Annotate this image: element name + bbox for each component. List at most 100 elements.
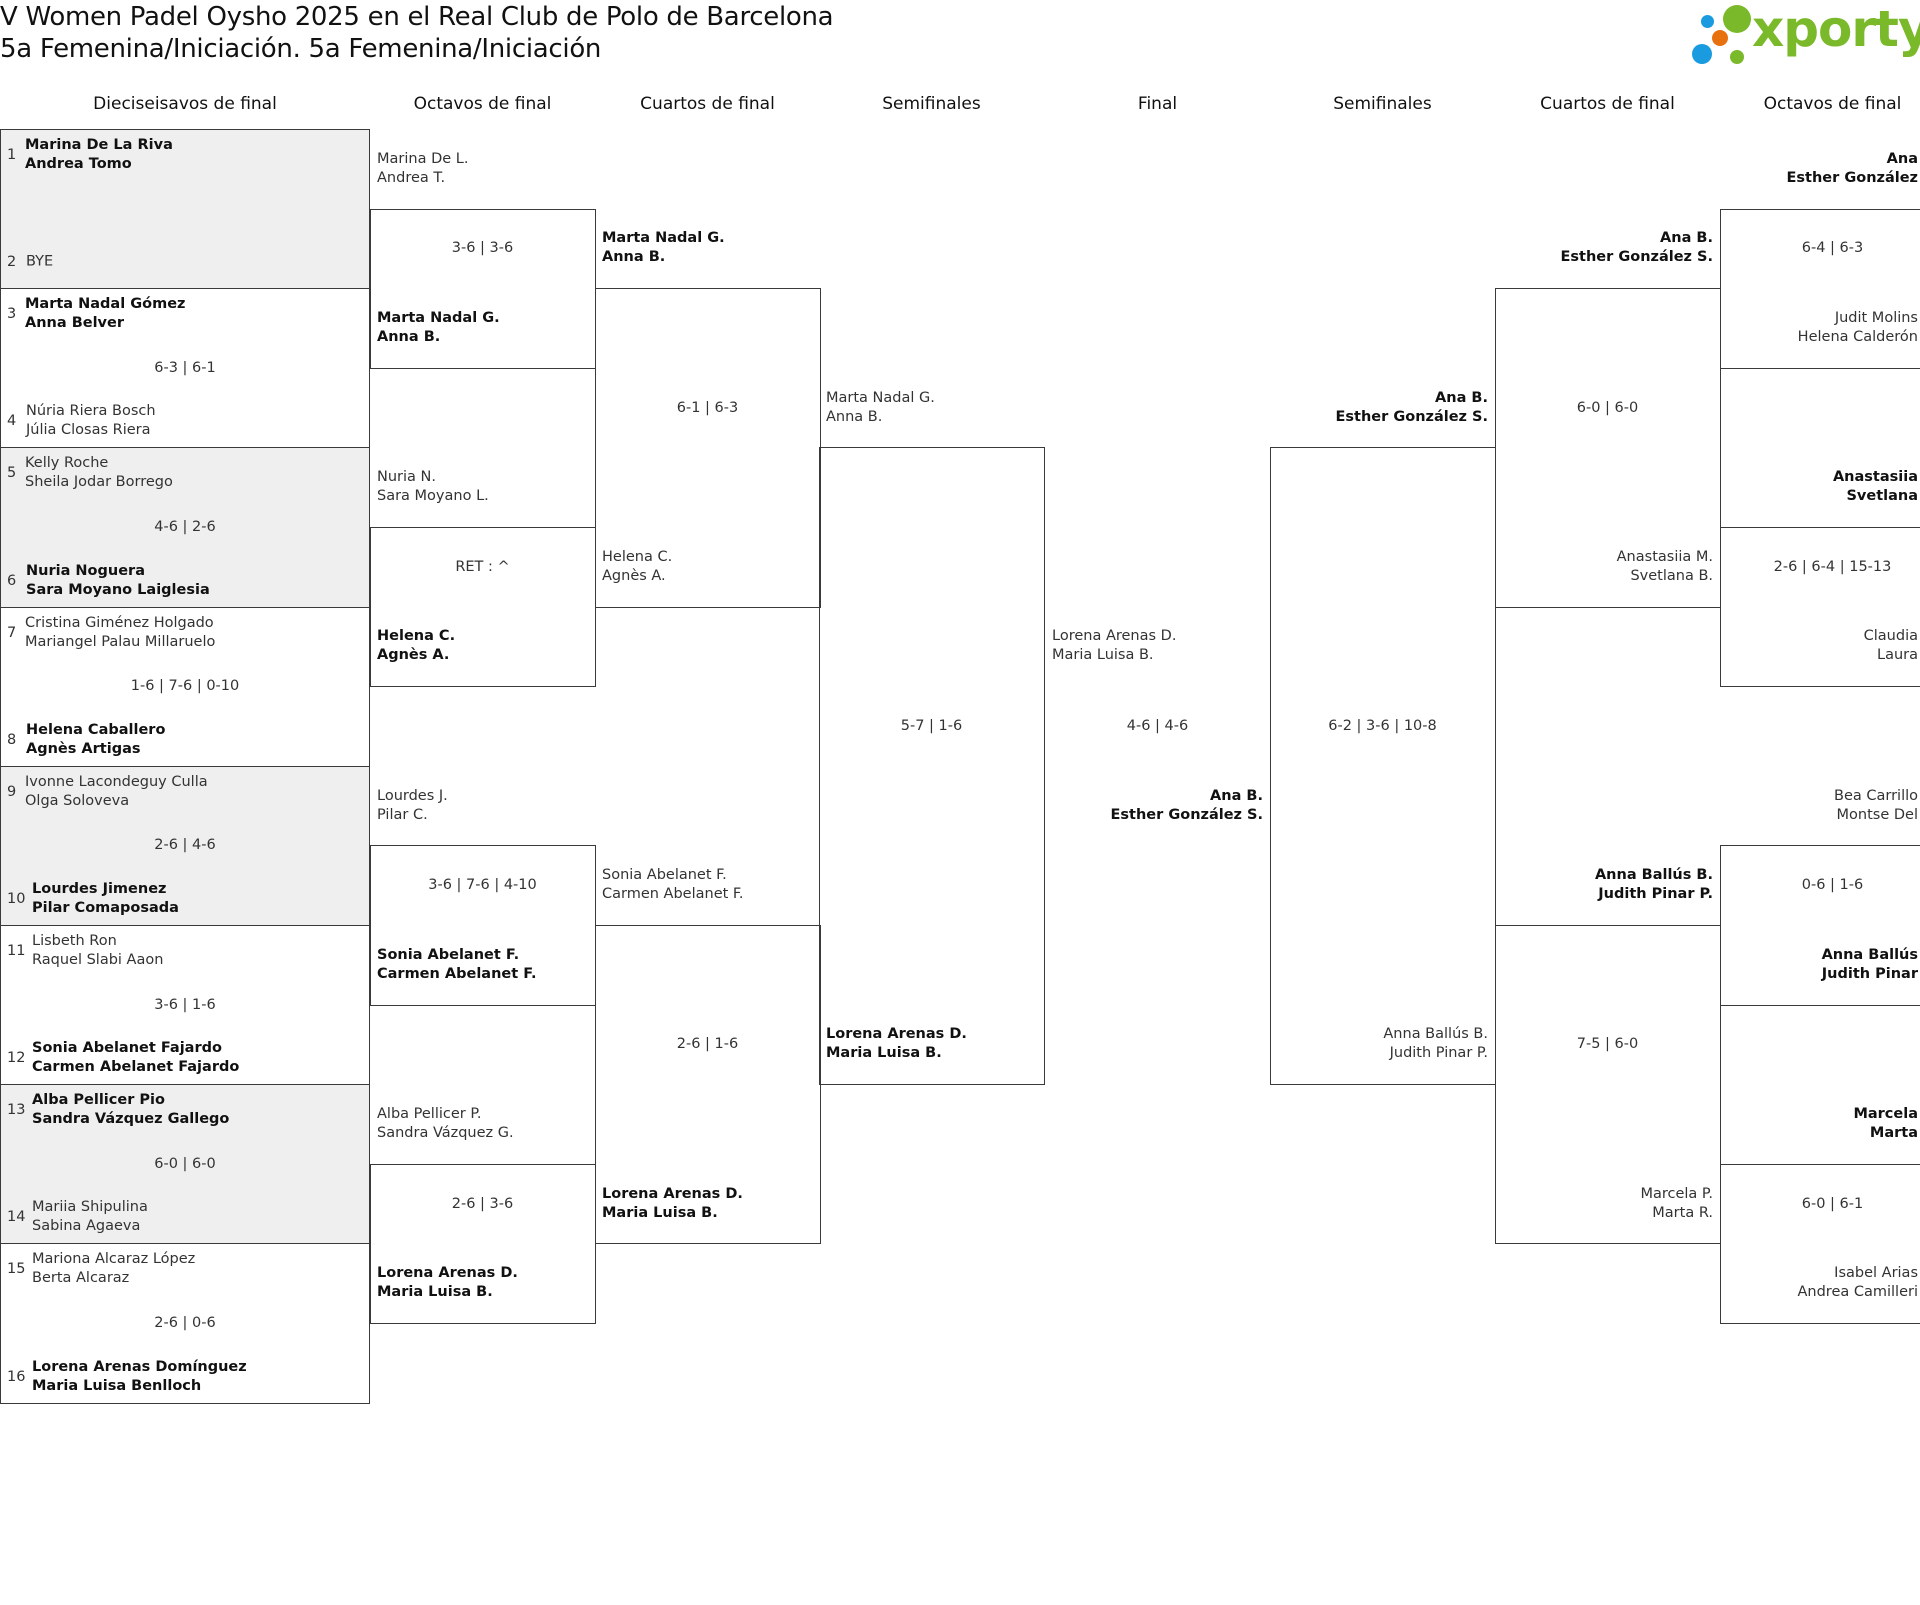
team-entry[interactable]: Marta Nadal G.Anna B.	[602, 229, 817, 267]
player-name: Marcela P.	[1640, 1185, 1713, 1202]
match-score: 4-6 | 2-6	[154, 519, 216, 535]
player-name: Andrea T.	[377, 169, 446, 186]
player-name: Sonia Abelanet F.	[377, 946, 520, 963]
team-entry[interactable]: Ana B.Esther González S.	[1280, 389, 1488, 427]
match-box	[0, 765, 370, 926]
player-name: BYE	[26, 253, 54, 270]
player-name: Mariangel Palau Millaruelo	[25, 633, 216, 650]
player-name: Lorena Arenas D.	[377, 1265, 518, 1282]
player-name: Judit Molins	[1834, 310, 1918, 326]
match-score: RET : ^	[455, 558, 510, 575]
match-score: 2-6 | 0-6	[154, 1315, 216, 1331]
player-name: Marta R.	[1652, 1204, 1713, 1221]
match-box	[1720, 1163, 1920, 1324]
round-header: Octavos de final	[413, 94, 552, 114]
xporty-logo[interactable]: xporty	[1690, 0, 1920, 70]
team-entry[interactable]: Marta Nadal G.Anna B.	[826, 389, 1041, 427]
match-score: 6-1 | 6-3	[676, 399, 739, 416]
player-name: Maria Luisa B.	[602, 1204, 718, 1221]
player-name: Anna B.	[602, 249, 666, 266]
player-name: Andrea Tomo	[25, 156, 132, 172]
team-entry[interactable]: Lorena Arenas D.Maria Luisa B.	[826, 1025, 1041, 1063]
round-header: Cuartos de final	[1540, 94, 1675, 114]
team-entry[interactable]: Sonia Abelanet F.Carmen Abelanet F.	[602, 866, 817, 904]
team-entry[interactable]: Alba Pellicer P.Sandra Vázquez G.	[377, 1105, 592, 1143]
logo-dot-icon	[1723, 5, 1751, 33]
match-score: 7-5 | 6-0	[1576, 1036, 1639, 1053]
team-entry[interactable]: Helena C.Agnès A.	[602, 548, 817, 586]
player-name: Carmen Abelanet F.	[602, 886, 744, 903]
team-entry[interactable]: Ana B.Esther González S.	[1505, 229, 1713, 267]
player-name: Anna B.	[826, 408, 883, 425]
player-name: Sheila Jodar Borrego	[25, 474, 173, 491]
match-score: 6-3 | 6-1	[154, 359, 216, 376]
team-entry[interactable]: Nuria N.Sara Moyano L.	[377, 468, 592, 506]
round-header: Octavos de final	[1763, 94, 1902, 114]
player-name: Núria Riera Bosch	[26, 403, 156, 420]
player-name: Ana	[1886, 150, 1918, 167]
team-entry[interactable]: Marta Nadal G.Anna B.	[377, 309, 592, 347]
team-entry[interactable]: Lorena Arenas D.Maria Luisa B.	[602, 1185, 817, 1223]
team-entry[interactable]: Anna Ballús B.Judith Pinar P.	[1505, 866, 1713, 904]
match-score: 2-6 | 1-6	[676, 1036, 739, 1053]
player-name: Helena Calderón	[1797, 329, 1918, 345]
player-name: Anna Ballús	[1821, 946, 1918, 963]
match-box	[1720, 845, 1920, 1006]
team-entry[interactable]: Anastasiia M.Svetlana B.	[1505, 548, 1713, 586]
player-name: Judith Pinar	[1821, 965, 1918, 982]
seed-number: 8	[7, 731, 17, 748]
player-name: Anna Belver	[25, 315, 124, 332]
match-score: 3-6 | 3-6	[451, 240, 514, 257]
player-name: Ivonne Lacondeguy Culla	[25, 773, 208, 790]
player-name: Raquel Slabi Aaon	[32, 952, 164, 968]
team-entry[interactable]: Helena C.Agnès A.	[377, 627, 592, 665]
player-name: Maria Luisa B.	[1052, 647, 1154, 664]
player-name: Anastasiia	[1832, 469, 1918, 486]
team-entry[interactable]: Lorena Arenas D.Maria Luisa B.	[377, 1264, 592, 1302]
player-name: Sara Moyano L.	[377, 488, 489, 505]
team-entry[interactable]: BYE	[26, 253, 356, 272]
team-entry[interactable]: Ana B.Esther González S.	[1052, 787, 1263, 825]
seed-number: 14	[7, 1209, 26, 1226]
team-entry[interactable]: Lorena Arenas D.Maria Luisa B.	[1052, 627, 1262, 665]
team-entry[interactable]: Anna Ballús B.Judith Pinar P.	[1280, 1025, 1488, 1063]
match-score: 4-6 | 4-6	[1126, 718, 1189, 734]
team-entry[interactable]: Marcela P. Marta R.	[1505, 1185, 1713, 1223]
player-name: Lorena Arenas D.	[826, 1026, 967, 1043]
round-header: Final	[1137, 94, 1178, 114]
seed-number: 2	[7, 254, 17, 271]
player-name: Sandra Vázquez Gallego	[32, 1111, 230, 1128]
team-entry[interactable]: Sonia Abelanet F.Carmen Abelanet F.	[377, 946, 592, 984]
seed-number: 9	[7, 783, 17, 800]
player-name: Lourdes Jimenez	[32, 881, 167, 897]
player-name: Agnès Artigas	[26, 740, 141, 757]
player-name: Ana B.	[1435, 389, 1488, 406]
player-name: Anna Ballús B.	[1594, 867, 1713, 884]
team-entry[interactable]: Marina De L.Andrea T.	[377, 150, 592, 188]
team-entry[interactable]: Lourdes J.Pilar C.	[377, 787, 592, 825]
player-name: Esther González S.	[1560, 249, 1713, 266]
